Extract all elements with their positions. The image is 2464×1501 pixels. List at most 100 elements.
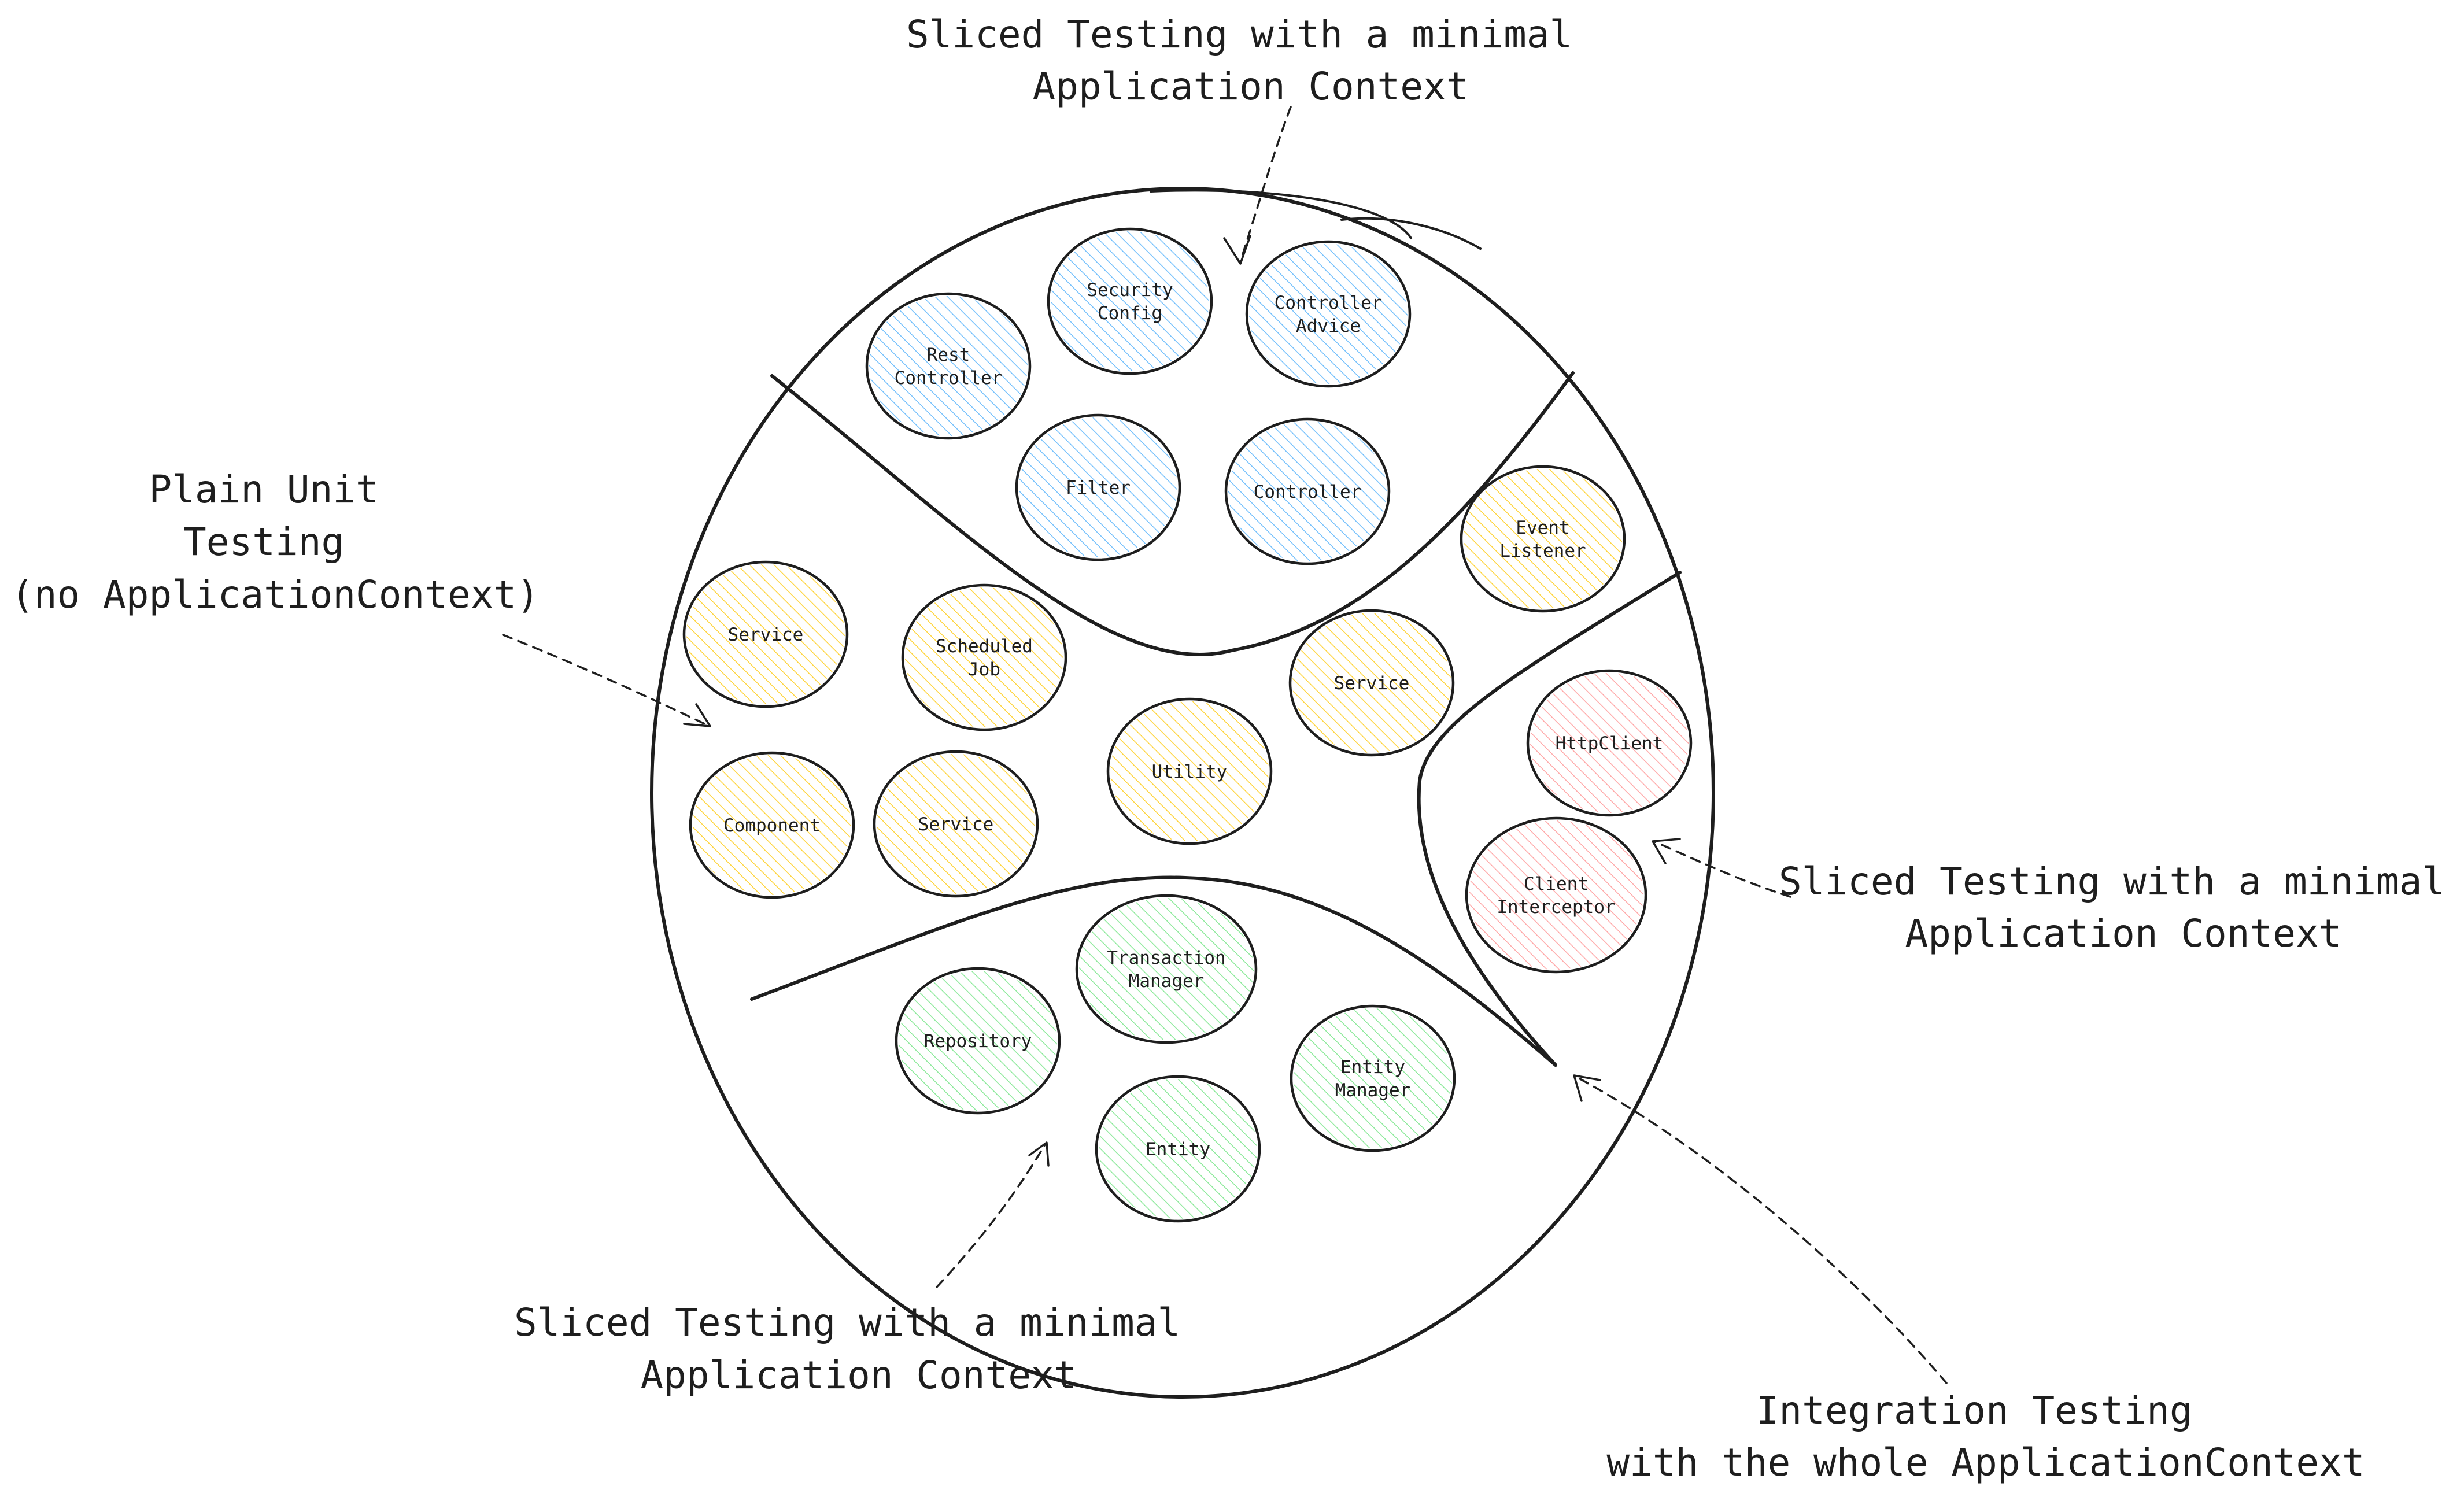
caption-top-line-2: Application Context: [1033, 64, 1469, 109]
core-node: Service: [1288, 609, 1455, 757]
node-hatch-fill: [1294, 1008, 1452, 1148]
caption-right: Sliced Testing with a minimal Applicatio…: [1779, 859, 2464, 956]
data-node: Repository: [895, 967, 1061, 1115]
node-outline: [1245, 240, 1412, 388]
caption-left-line-1: Plain Unit: [149, 467, 378, 512]
node-hatch-fill: [1464, 469, 1622, 609]
node-label-line: Manager: [1129, 971, 1205, 992]
node-hatch-fill: [869, 296, 1028, 436]
node-hatch-fill: [1530, 673, 1689, 813]
caption-right-line-2: Application Context: [1905, 911, 2342, 956]
node-label: Repository: [924, 1031, 1032, 1052]
arrow-right: [1652, 838, 1791, 898]
core-node: Service: [873, 750, 1039, 898]
node-outline: [1465, 816, 1647, 974]
node-outline: [682, 560, 849, 708]
node-label-line: Rest: [927, 345, 970, 365]
node-outline: [1290, 1004, 1456, 1152]
node-outline: [1460, 465, 1626, 613]
node-hatch-fill: [693, 755, 851, 895]
data-node: Entity: [1095, 1075, 1261, 1223]
node-label-line: Transaction: [1107, 948, 1225, 968]
node-outline: [895, 967, 1061, 1115]
arrow-bottom: [936, 1141, 1050, 1288]
node-label-line: Listener: [1499, 541, 1586, 561]
node-hatch-fill: [1292, 613, 1451, 753]
arrow-bottom-right: [1573, 1074, 1948, 1384]
http-client-node: HttpClient: [1526, 669, 1693, 817]
node-label-line: HttpClient: [1556, 733, 1664, 754]
node-hatch-fill: [1079, 898, 1254, 1040]
caption-left: Plain Unit Testing (no ApplicationContex…: [11, 467, 540, 617]
core-node: Utility: [1106, 697, 1273, 845]
node-label: Filter: [1066, 478, 1131, 498]
node-label-line: Repository: [924, 1031, 1032, 1052]
caption-bottom-line-2: Application Context: [641, 1353, 1077, 1398]
node-outline: [1288, 609, 1455, 757]
node-hatch-fill: [1019, 417, 1177, 557]
node-label-line: Event: [1516, 517, 1569, 538]
node-outline: [1047, 227, 1213, 375]
node-label: Service: [728, 624, 804, 645]
node-hatch-fill: [877, 754, 1035, 894]
node-hatch-fill: [686, 564, 845, 704]
node-label-line: Advice: [1296, 316, 1361, 337]
node-label-line: Job: [968, 659, 1000, 680]
node-outline: [1224, 417, 1391, 565]
node-label-line: Scheduled: [936, 636, 1033, 657]
node-label-line: Controller: [1275, 293, 1383, 313]
node-label-line: Entity: [1146, 1139, 1210, 1160]
divider-http-client-region: [1417, 571, 1682, 1067]
caption-bottom: Sliced Testing with a minimal Applicatio…: [514, 1300, 1203, 1398]
caption-top: Sliced Testing with a minimal Applicatio…: [906, 12, 1595, 109]
node-label-line: Controller: [1254, 482, 1362, 502]
node-outline: [873, 750, 1039, 898]
node-hatch-fill: [1099, 1079, 1257, 1219]
core-node: Service: [682, 560, 849, 708]
divider-web-region: [770, 371, 1575, 656]
node-outline: [1095, 1075, 1261, 1223]
node-label: Service: [1334, 673, 1410, 694]
node-label-line: Filter: [1066, 478, 1131, 498]
node-hatch-fill: [899, 971, 1057, 1111]
node-label-line: Interceptor: [1497, 897, 1615, 918]
caption-left-line-2: Testing: [183, 520, 344, 564]
node-outline: [901, 583, 1067, 731]
node-hatch-fill: [1469, 820, 1643, 970]
caption-top-line-1: Sliced Testing with a minimal: [906, 12, 1572, 57]
node-label-line: Service: [1334, 673, 1410, 694]
web-node: Controller: [1224, 417, 1391, 565]
node-label: Component: [723, 815, 821, 836]
node-label-line: Controller: [895, 368, 1003, 389]
node-label: Controller: [1254, 482, 1362, 502]
node-label-line: Entity: [1340, 1057, 1405, 1078]
node-hatch-fill: [1051, 231, 1209, 371]
application-context-circle: [650, 187, 1715, 1399]
caption-bottom-line-1: Sliced Testing with a minimal: [514, 1300, 1180, 1345]
caption-bottom-right-line-2: with the whole ApplicationContext: [1606, 1440, 2365, 1485]
node-hatch-fill: [1228, 422, 1387, 561]
node-label: Utility: [1152, 761, 1228, 782]
node-label: Entity: [1146, 1139, 1210, 1160]
node-outline: [1015, 413, 1181, 561]
node-outline: [689, 751, 855, 899]
node-label-line: Service: [918, 814, 994, 835]
arrow-left: [502, 634, 711, 727]
node-label-line: Client: [1524, 874, 1589, 894]
arrow-top: [1223, 106, 1292, 265]
node-hatch-fill: [905, 587, 1063, 727]
core-node: Component: [689, 751, 855, 899]
